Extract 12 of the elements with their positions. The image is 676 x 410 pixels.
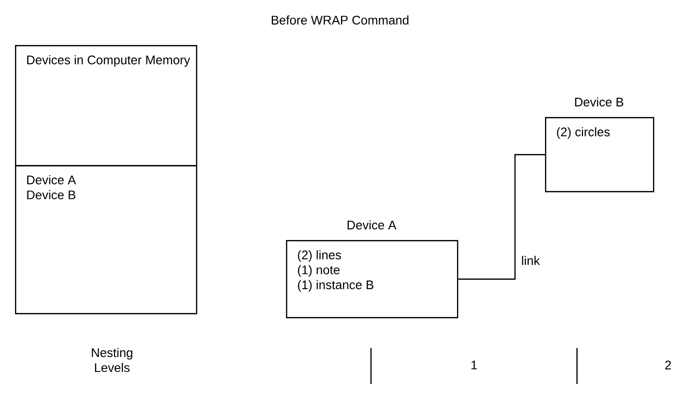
connector-line — [458, 154, 545, 280]
device-box: (2) lines (1) note (1) instance B — [286, 240, 458, 318]
level-number: 2 — [665, 360, 671, 370]
device-list-box: Device A Device B — [15, 165, 198, 314]
edge-label: link — [520, 254, 541, 266]
level-number: 1 — [472, 360, 477, 370]
axis-label: Nesting Levels — [92, 348, 132, 372]
box-heading: Device A — [348, 220, 396, 230]
title: Before WRAP Command — [272, 15, 408, 25]
memory-box: Devices in Computer Memory — [15, 45, 198, 166]
device-box: (2) circles — [545, 117, 654, 192]
box-heading: Device B — [575, 97, 624, 106]
